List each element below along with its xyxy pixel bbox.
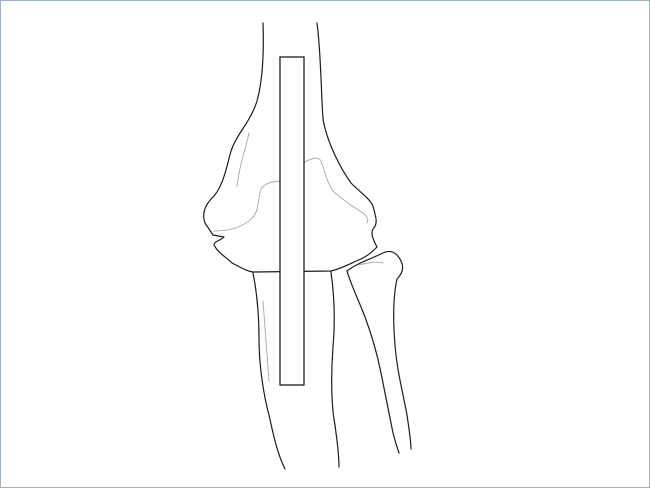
humerus-cortex-line: [237, 133, 249, 187]
ulna-outline-right: [331, 272, 339, 467]
ulna-inner-line: [263, 301, 269, 381]
radius-outline-left: [347, 271, 399, 453]
radius-outline: [347, 251, 411, 449]
intramedullary-rod: [280, 57, 304, 385]
